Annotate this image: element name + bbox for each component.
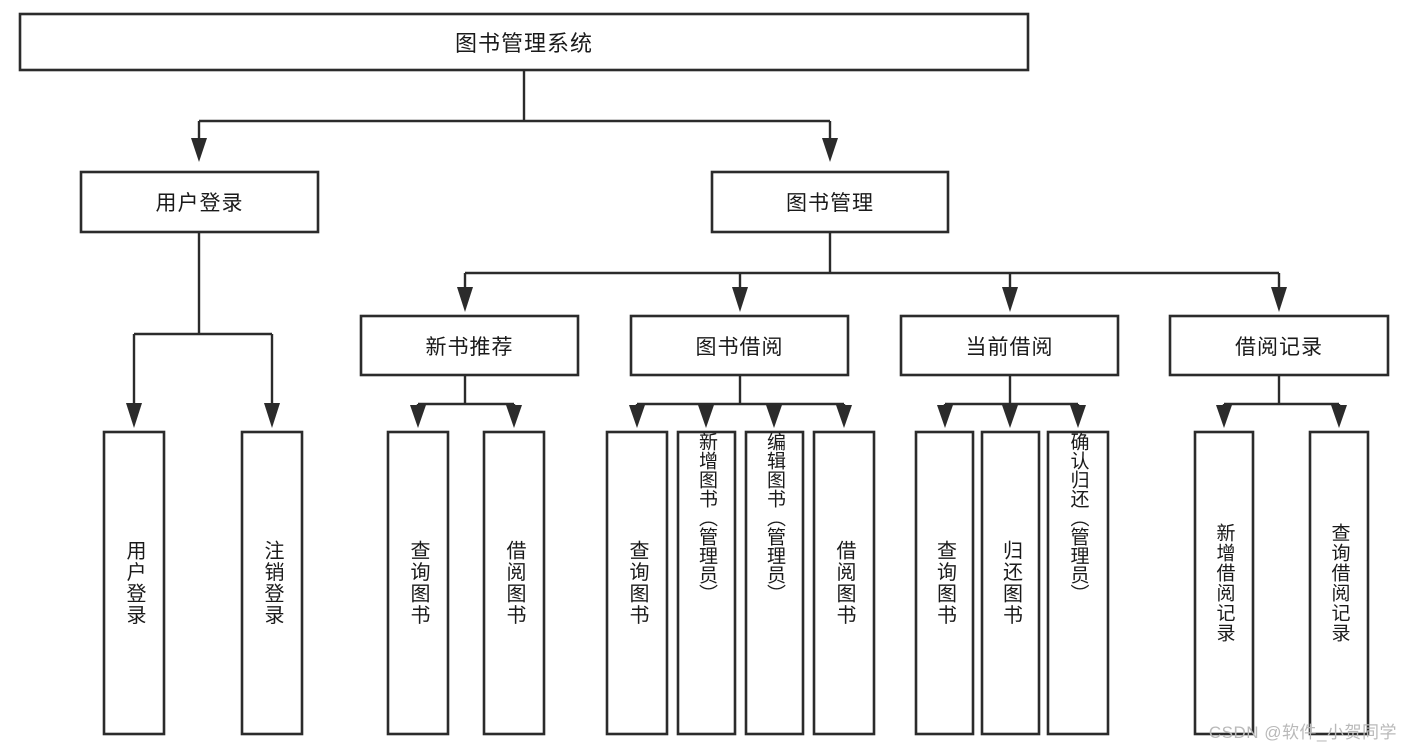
arrow-to-leaf-query-record — [1331, 405, 1347, 428]
arrow-to-leaf-query-book-3 — [937, 405, 953, 428]
node-box-leaf-confirm-return[interactable] — [1046, 430, 1110, 736]
edge-group-borrow-record-to-leaves — [1216, 375, 1347, 428]
arrow-to-book-manage — [822, 138, 838, 162]
arrow-to-new-book-rec — [457, 287, 473, 312]
node-box-current-borrow[interactable] — [899, 314, 1120, 377]
arrow-to-book-borrow — [732, 287, 748, 312]
arrow-to-user-login — [191, 138, 207, 162]
node-box-leaf-query-record[interactable] — [1308, 430, 1370, 736]
arrow-to-leaf-edit-book — [766, 405, 782, 428]
node-box-leaf-query-book-1[interactable] — [386, 430, 450, 736]
node-box-leaf-add-book[interactable] — [676, 430, 737, 736]
edge-group-book-borrow-to-leaves — [629, 375, 852, 428]
node-box-leaf-logout[interactable] — [240, 430, 304, 736]
edge-group-current-borrow-to-leaves — [937, 375, 1086, 428]
node-box-borrow-record[interactable] — [1168, 314, 1390, 377]
arrow-to-leaf-confirm-return — [1070, 405, 1086, 428]
arrow-to-leaf-query-book-2 — [629, 405, 645, 428]
arrow-to-leaf-add-book — [698, 405, 714, 428]
node-box-book-manage[interactable] — [710, 170, 950, 234]
edge-group-new-book-rec-to-leaves — [410, 375, 522, 428]
arrow-to-leaf-query-book-1 — [410, 405, 426, 428]
arrow-to-leaf-logout — [264, 403, 280, 428]
arrow-to-leaf-user-login — [126, 403, 142, 428]
node-box-new-book-rec[interactable] — [359, 314, 580, 377]
node-box-user-login[interactable] — [79, 170, 320, 234]
node-box-leaf-query-book-3[interactable] — [914, 430, 975, 736]
arrow-to-leaf-borrow-book-2 — [836, 405, 852, 428]
node-box-leaf-return-book[interactable] — [980, 430, 1041, 736]
node-box-leaf-borrow-book-2[interactable] — [812, 430, 876, 736]
node-box-leaf-edit-book[interactable] — [744, 430, 805, 736]
edge-group-user-login-to-leaves — [126, 232, 280, 428]
node-box-leaf-borrow-book-1[interactable] — [482, 430, 546, 736]
node-box-root[interactable] — [18, 12, 1030, 72]
arrow-to-leaf-borrow-book-1 — [506, 405, 522, 428]
edge-group-root-to-level2 — [191, 70, 838, 162]
csdn-watermark: CSDN @软件_小贺同学 — [1208, 723, 1397, 742]
edge-group-book-manage-to-level3 — [457, 232, 1287, 312]
arrow-to-leaf-add-record — [1216, 405, 1232, 428]
arrow-to-leaf-return-book — [1002, 405, 1018, 428]
node-box-book-borrow[interactable] — [629, 314, 850, 377]
node-box-leaf-add-record[interactable] — [1193, 430, 1255, 736]
arrow-to-borrow-record — [1271, 287, 1287, 312]
arrow-to-current-borrow — [1002, 287, 1018, 312]
node-box-leaf-user-login[interactable] — [102, 430, 166, 736]
node-box-leaf-query-book-2[interactable] — [605, 430, 669, 736]
